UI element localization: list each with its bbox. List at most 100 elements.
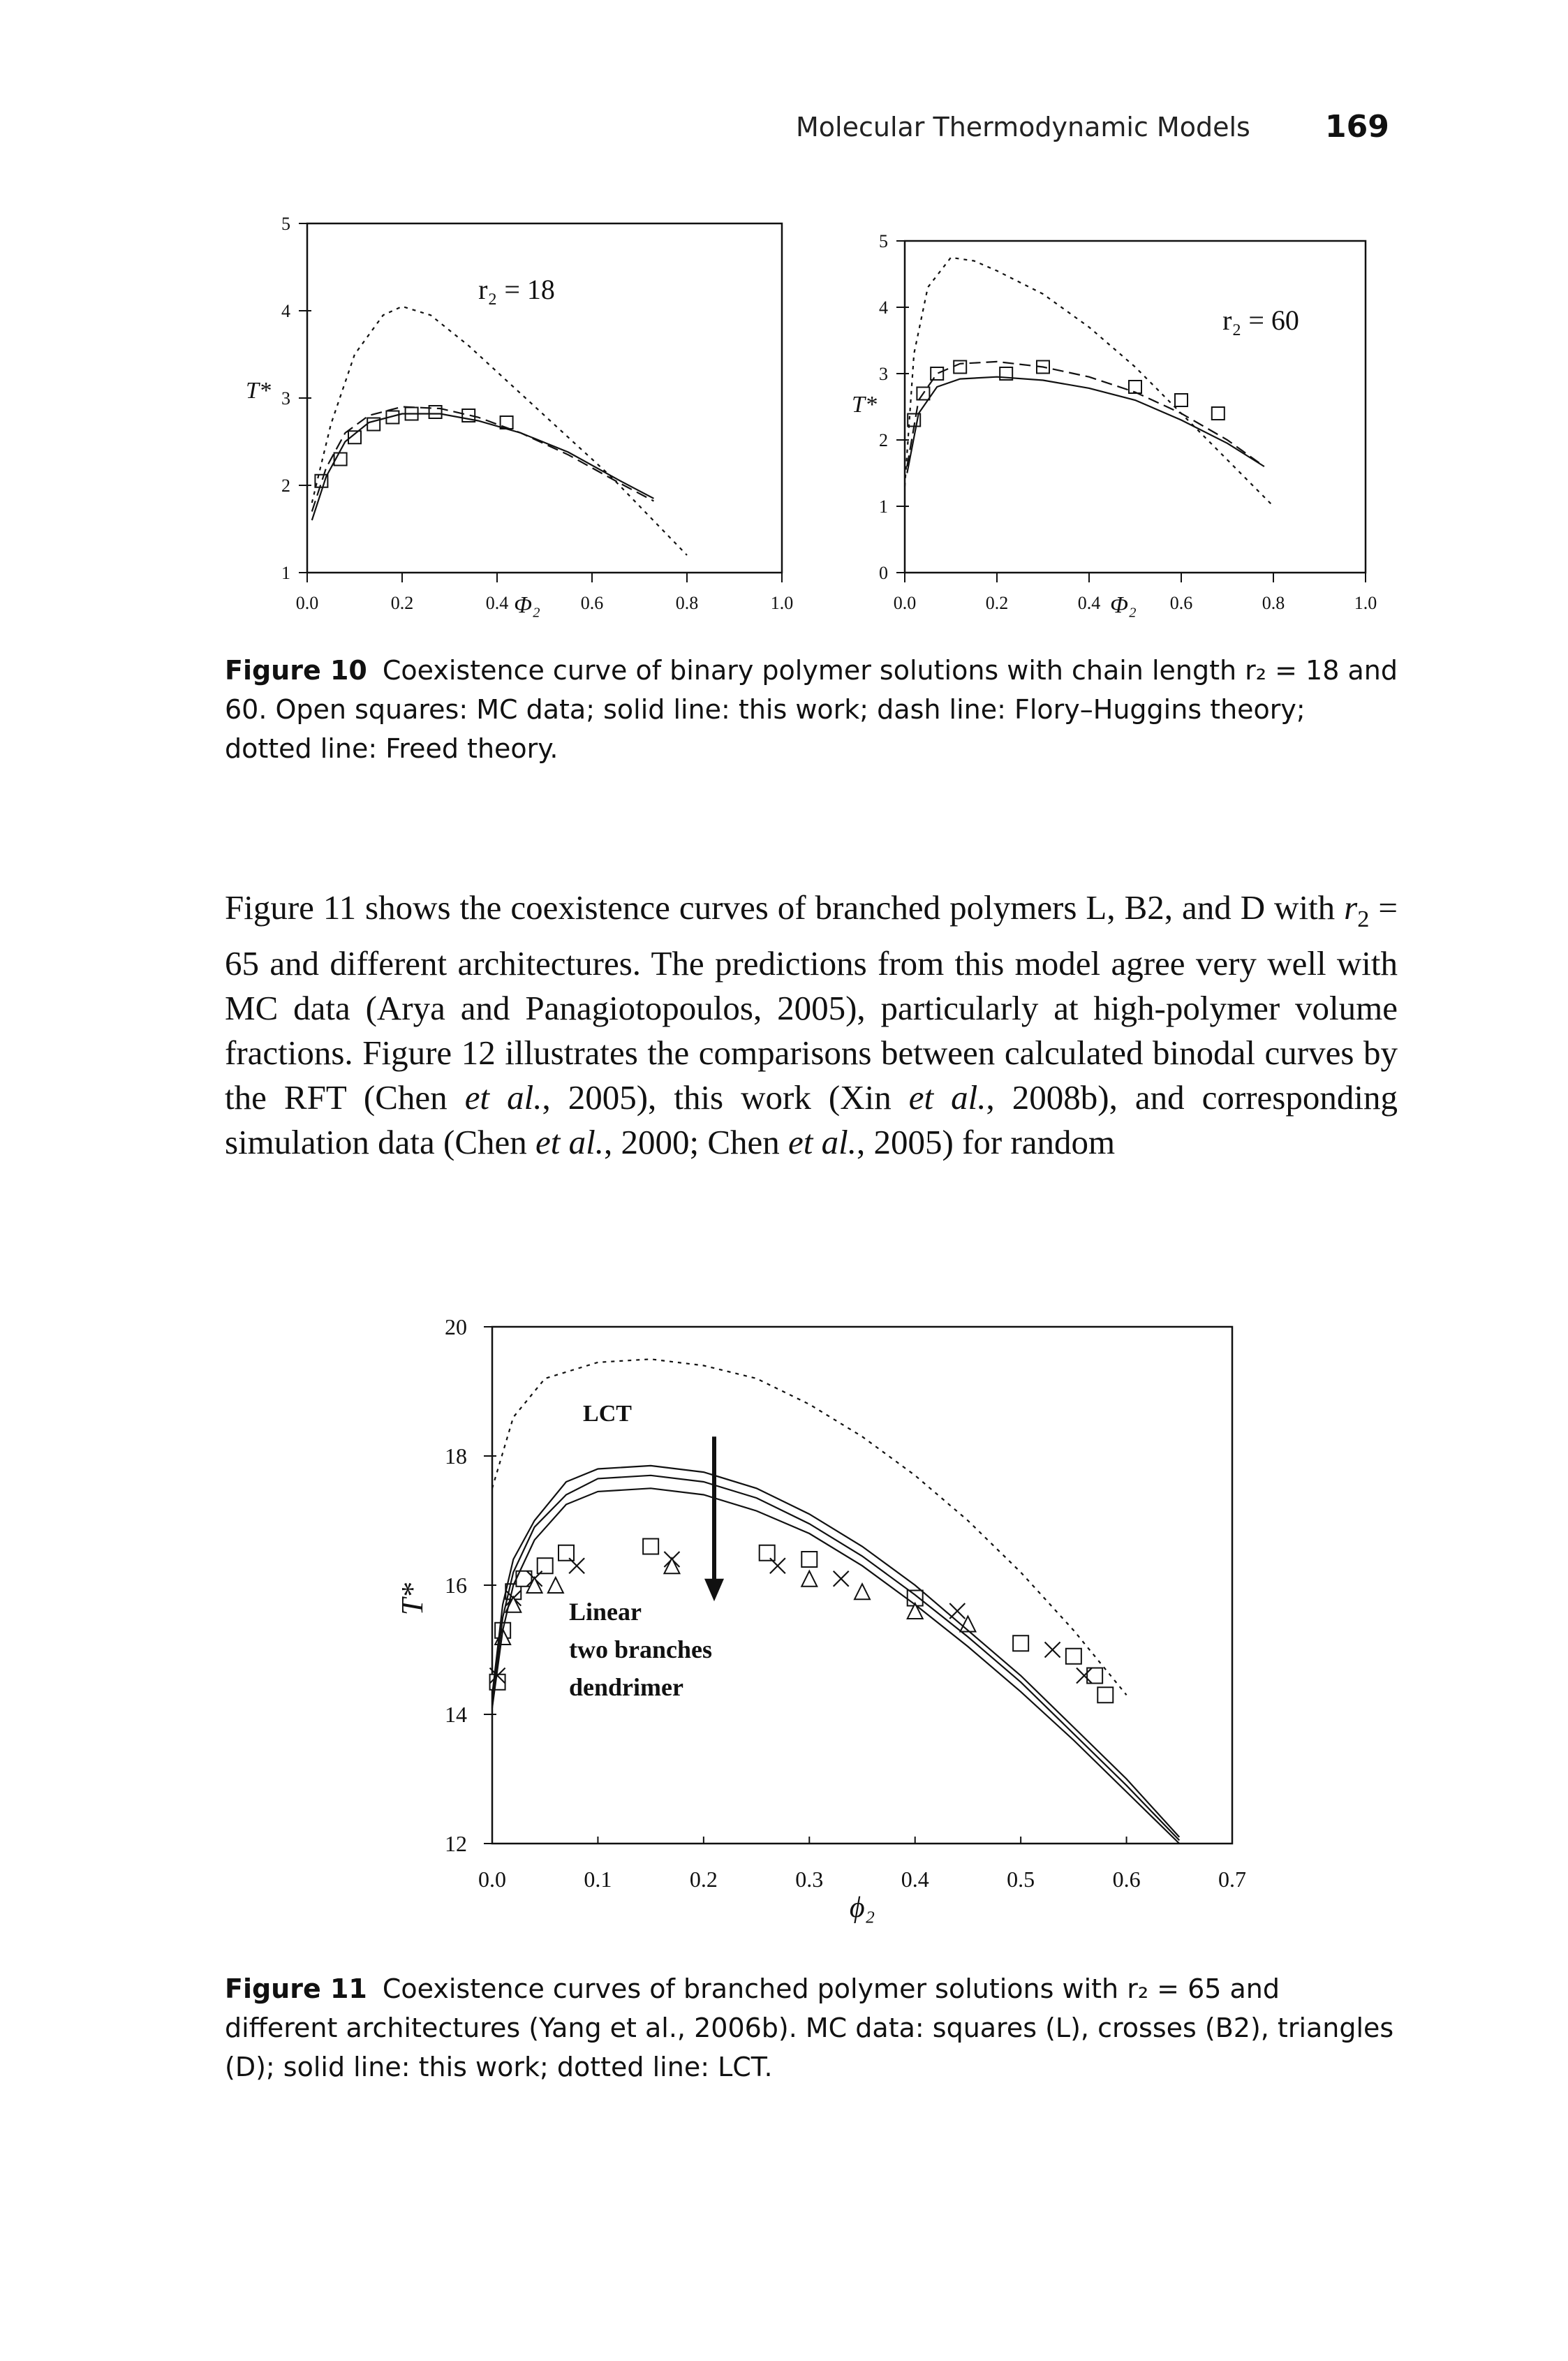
figure10-caption-text: Coexistence curve of binary polymer solu…: [225, 655, 1398, 764]
x-tick-label: 0.6: [1113, 1867, 1141, 1892]
annotation-lct: LCT: [583, 1401, 632, 1427]
marker-square: [1211, 406, 1225, 420]
series-line-this-work-l-: [491, 1464, 1181, 1838]
page-number: 169: [1325, 109, 1389, 145]
marker-cross: [769, 1557, 786, 1575]
marker-square: [801, 1551, 818, 1568]
y-tick-label: 0: [879, 563, 888, 583]
y-tick-label: 1: [879, 497, 888, 517]
marker-square: [953, 360, 968, 374]
marker-triangle: [853, 1582, 871, 1601]
marker-square: [1012, 1635, 1030, 1652]
plot-frame: [903, 240, 1367, 574]
arrow-label: Linear: [569, 1598, 642, 1626]
arrow-label: dendrimer: [569, 1673, 683, 1701]
x-axis-label: ϕ₂: [850, 1892, 875, 1924]
marker-square: [1086, 1667, 1104, 1684]
y-tick-label: 12: [445, 1831, 467, 1856]
x-tick-label: 0.4: [901, 1867, 929, 1892]
x-tick-label: 0.8: [1262, 593, 1285, 613]
x-tick-label: 0.6: [1170, 593, 1193, 613]
y-tick-label: 5: [281, 214, 290, 234]
panel-label-r2-60: r₂ = 60: [1222, 304, 1299, 336]
marker-square: [1174, 393, 1188, 407]
x-tick-label: 0.0: [894, 593, 917, 613]
figure11-caption-text: Coexistence curves of branched polymer s…: [225, 1973, 1394, 2082]
marker-cross: [489, 1667, 506, 1684]
x-tick-label: 0.2: [391, 593, 414, 613]
x-tick-label: 1.0: [771, 593, 794, 613]
y-tick-label: 3: [281, 388, 290, 409]
y-tick-label: 20: [445, 1314, 467, 1339]
x-tick-label: 0.4: [486, 593, 509, 613]
panel-label-r2-18: r₂ = 18: [478, 274, 555, 305]
x-tick-label: 0.7: [1218, 1867, 1246, 1892]
marker-triangle: [547, 1575, 565, 1594]
figure11-caption-label: Figure 11: [225, 1973, 367, 2004]
x-tick-label: 0.0: [296, 593, 319, 613]
marker-triangle: [906, 1601, 924, 1619]
x-tick-label: 0.4: [1078, 593, 1101, 613]
y-tick-label: 3: [879, 364, 888, 384]
series-line-lct: [491, 1358, 1127, 1696]
marker-cross: [832, 1570, 850, 1587]
series-line-this-work: [311, 413, 654, 521]
x-tick-label: 0.5: [1007, 1867, 1035, 1892]
series-line-flory-huggins-theory: [906, 360, 1265, 467]
marker-triangle: [663, 1557, 681, 1575]
x-tick-label: 0.2: [986, 593, 1009, 613]
series-line-freed-theory: [311, 305, 688, 556]
y-tick-label: 4: [879, 297, 888, 318]
marker-square: [1065, 1647, 1082, 1665]
y-axis-label: T*: [852, 392, 877, 418]
y-tick-label: 1: [281, 563, 290, 583]
y-tick-label: 16: [445, 1573, 467, 1598]
marker-cross: [1044, 1641, 1061, 1658]
series-line-this-work-b2-: [491, 1474, 1181, 1841]
marker-square: [930, 367, 945, 381]
figure10-right-panel: 0.0 0.2 0.4 0.6 0.8 1.0 0 1 2 3 4 5 r₂ = 60 T* Φ₂: [852, 231, 1377, 618]
arrow-head: [704, 1578, 724, 1602]
figure11-chart: 0.0 0.1 0.2 0.3 0.4 0.5 0.6 0.7 12 14 16 18 20T* ϕ₂ LC…: [395, 1314, 1246, 1924]
figure10-caption-label: Figure 10: [225, 655, 367, 686]
marker-triangle: [800, 1569, 818, 1587]
x-tick-label: 0.3: [795, 1867, 823, 1892]
marker-cross: [1076, 1667, 1093, 1684]
series-line-freed-theory: [903, 256, 1274, 507]
series-line-flory-huggins-theory: [311, 406, 654, 512]
marker-square: [1128, 380, 1142, 394]
figure10-left-panel: 0.0 0.2 0.4 0.6 0.8 1.0 1 2 3 4 5 r₂ = 18 T* Φ₂: [246, 214, 794, 618]
marker-square: [758, 1544, 776, 1561]
marker-triangle: [959, 1615, 977, 1633]
marker-square: [558, 1544, 575, 1561]
series-line-this-work: [906, 376, 1265, 473]
y-tick-label: 5: [879, 231, 888, 251]
body-paragraph: Figure 11 shows the coexistence curves o…: [225, 888, 1398, 1161]
y-axis-label: T*: [246, 378, 271, 404]
marker-triangle: [525, 1575, 544, 1594]
x-tick-label: 0.2: [690, 1867, 718, 1892]
x-tick-label: 0.6: [581, 593, 604, 613]
arrow-label: two branches: [569, 1635, 712, 1663]
y-tick-label: 4: [281, 301, 290, 321]
running-head: Molecular Thermodynamic Models: [796, 112, 1250, 142]
x-axis-label: Φ₂: [514, 592, 540, 618]
x-tick-label: 0.0: [478, 1867, 506, 1892]
marker-square: [536, 1557, 554, 1575]
x-axis-label: Φ₂: [1110, 592, 1137, 618]
y-tick-label: 18: [445, 1443, 467, 1469]
marker-cross: [568, 1557, 585, 1575]
x-tick-label: 1.0: [1354, 593, 1377, 613]
y-axis-label: T*: [395, 1583, 429, 1615]
y-tick-label: 14: [445, 1702, 467, 1727]
marker-square: [348, 430, 362, 445]
x-tick-label: 0.8: [676, 593, 699, 613]
series-line-this-work-d-: [491, 1487, 1181, 1844]
y-tick-label: 2: [281, 476, 290, 496]
marker-square: [1097, 1686, 1114, 1704]
marker-square: [642, 1538, 660, 1555]
y-tick-label: 2: [879, 430, 888, 450]
x-tick-label: 0.1: [584, 1867, 612, 1892]
